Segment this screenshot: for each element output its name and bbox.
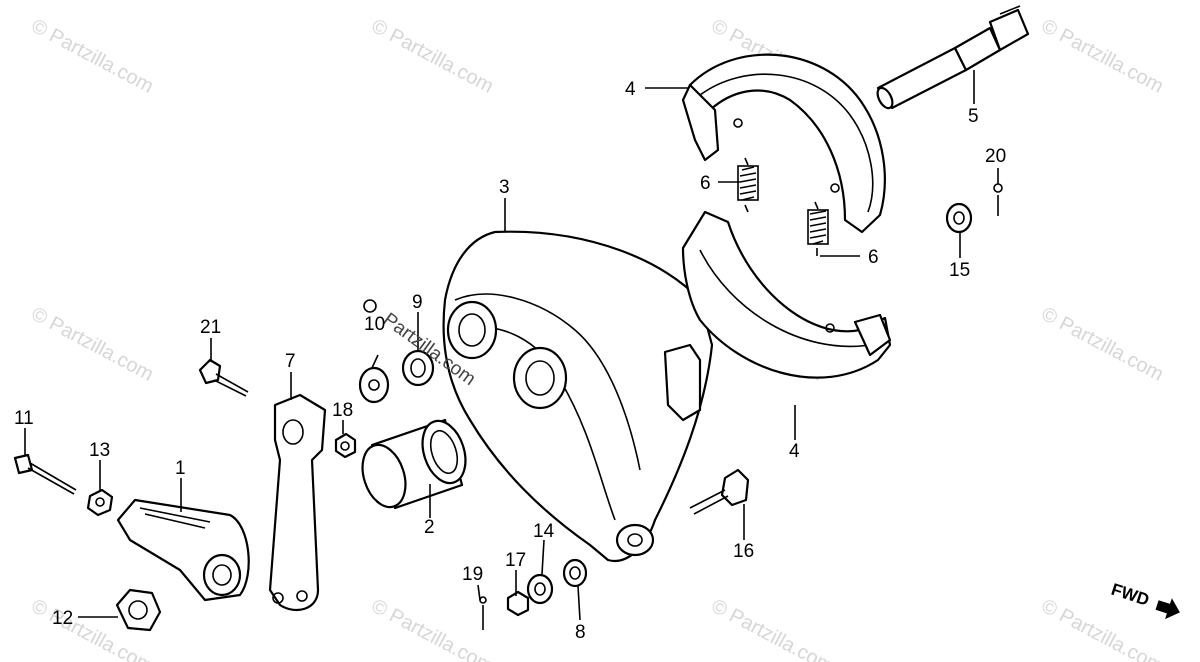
brake-arm-part <box>268 393 327 612</box>
watermark-5: © Partzilla.com <box>28 303 157 386</box>
label-20: 20 <box>985 146 1006 167</box>
watermark-7: © Partzilla.com <box>1038 303 1167 386</box>
brake-shoe-lower-part <box>681 210 892 379</box>
washer-14-part <box>526 573 554 605</box>
leader-lines <box>24 70 999 621</box>
spring-upper-part <box>737 157 759 213</box>
washer-8-part <box>562 558 588 588</box>
watermark-10: © Partzilla.com <box>708 595 837 662</box>
collar-part <box>361 418 467 510</box>
spring-lower-part <box>807 201 829 256</box>
label-15: 15 <box>949 260 970 281</box>
torque-arm-part <box>116 498 250 602</box>
bolt-21-part <box>198 358 249 397</box>
fwd-label: FWD <box>1109 580 1152 610</box>
wear-indicator-10-part <box>358 299 390 404</box>
label-21: 21 <box>200 317 221 338</box>
washer-9-part <box>401 349 435 387</box>
watermark-9: © Partzilla.com <box>368 595 497 662</box>
nut-13-part <box>86 488 114 517</box>
brake-panel-part <box>442 230 714 563</box>
pin-19-part <box>479 596 487 630</box>
label-12: 12 <box>52 608 73 629</box>
nut-12-part <box>115 588 162 632</box>
pin-20-part <box>993 183 1003 216</box>
callout-labels: 1 2 3 4 4 5 6 6 7 8 9 10 11 12 13 14 15 … <box>14 79 1006 643</box>
label-1: 1 <box>175 458 186 479</box>
label-8: 8 <box>575 622 586 643</box>
forward-direction-indicator: FWD <box>1109 580 1180 620</box>
label-9: 9 <box>412 292 423 313</box>
label-4-upper: 4 <box>625 79 636 100</box>
watermark-11: © Partzilla.com <box>1038 595 1167 662</box>
brake-cam-part <box>876 5 1030 110</box>
label-6-lower: 6 <box>868 247 879 268</box>
nut-17-part <box>506 590 530 617</box>
label-4-lower: 4 <box>789 441 800 462</box>
label-19: 19 <box>462 564 483 585</box>
watermark-2: © Partzilla.com <box>368 15 497 98</box>
label-6-upper: 6 <box>700 173 711 194</box>
label-5: 5 <box>968 106 979 127</box>
fwd-arrow-icon <box>1155 598 1180 620</box>
watermark-4: © Partzilla.com <box>1038 15 1167 98</box>
label-13: 13 <box>89 440 110 461</box>
label-17: 17 <box>505 550 526 571</box>
label-14: 14 <box>533 521 555 542</box>
label-3: 3 <box>499 177 510 198</box>
bolt-16-part <box>689 468 750 515</box>
label-11: 11 <box>14 408 34 429</box>
washer-15-part <box>945 202 973 234</box>
label-10: 10 <box>364 314 385 335</box>
label-2: 2 <box>424 517 435 538</box>
bolt-11-part <box>13 453 77 495</box>
nut-18-part <box>334 432 357 459</box>
label-18: 18 <box>332 400 353 421</box>
watermark-1: © Partzilla.com <box>28 15 157 98</box>
label-16: 16 <box>733 541 754 562</box>
brake-shoe-upper-part <box>681 53 886 234</box>
label-7: 7 <box>285 351 296 372</box>
